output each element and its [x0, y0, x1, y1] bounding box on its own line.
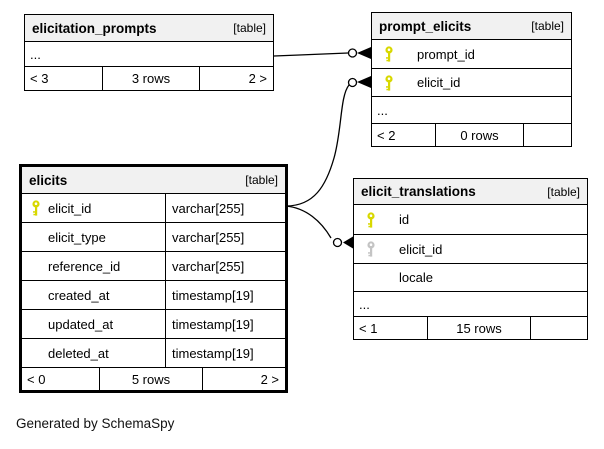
column-row-prompt_id: prompt_id — [372, 40, 571, 69]
primary-key-icon — [366, 211, 376, 228]
column-name: elicit_type — [48, 229, 106, 245]
pager-row: < 0 5 rows 2 > — [22, 368, 285, 390]
relation-elicitation_prompts-prompt_elicits — [273, 47, 371, 59]
pager-count: 5 rows — [100, 368, 203, 390]
many-arrowhead — [343, 236, 353, 249]
collapsed-columns-row: ... — [354, 292, 587, 317]
pager-next: 2 > — [248, 71, 267, 86]
pager-next — [524, 124, 571, 146]
primary-key-icon — [31, 200, 41, 216]
column-name: updated_at — [48, 316, 114, 332]
column-row-elicit_id: elicit_id — [372, 69, 571, 97]
relation-elicits-elicit_translations — [285, 205, 353, 249]
column-row-elicit_id: elicit_id varchar[255] — [22, 194, 285, 223]
collapsed-columns-row: ... — [372, 97, 571, 124]
column-row-created_at: created_at timestamp[19] — [22, 281, 285, 310]
zero-or-one-dot — [347, 77, 358, 88]
many-arrowhead — [357, 76, 371, 88]
table-name: prompt_elicits — [379, 18, 472, 34]
column-name: created_at — [48, 287, 110, 303]
table-type-label: [table] — [233, 21, 266, 35]
table-type-label: [table] — [531, 19, 564, 33]
table-name: elicits — [29, 172, 68, 188]
table-header-elicit_translations[interactable]: elicit_translations [table] — [354, 179, 587, 205]
column-row-id: id — [354, 205, 587, 235]
key-spacer — [31, 258, 41, 274]
column-row-elicit_id: elicit_id — [354, 235, 587, 264]
column-type: timestamp[19] — [172, 287, 254, 303]
column-row-elicit_type: elicit_type varchar[255] — [22, 223, 285, 252]
pager-prev: < 0 — [22, 368, 100, 390]
schemaspy-credit: Generated by SchemaSpy — [16, 416, 175, 431]
column-row-deleted_at: deleted_at timestamp[19] — [22, 339, 285, 368]
table-prompt_elicits: prompt_elicits [table] prompt_id — [371, 12, 572, 147]
primary-key-icon — [384, 46, 394, 62]
pager-row: < 3 3 rows 2 > — [25, 67, 273, 90]
table-elicitation_prompts: elicitation_prompts [table] ... < 3 3 ro… — [24, 14, 274, 91]
pager-row: < 1 15 rows — [354, 317, 587, 339]
column-type: timestamp[19] — [172, 345, 254, 361]
table-name: elicit_translations — [361, 184, 476, 199]
column-name: elicit_id — [48, 200, 92, 216]
ellipsis-label: ... — [359, 296, 370, 312]
column-row-updated_at: updated_at timestamp[19] — [22, 310, 285, 339]
table-type-label: [table] — [245, 173, 278, 187]
column-row-reference_id: reference_id varchar[255] — [22, 252, 285, 281]
pager-count: 3 rows — [103, 67, 200, 90]
zero-or-one-dot — [347, 48, 358, 58]
column-name: locale — [399, 270, 433, 285]
key-spacer — [31, 229, 41, 245]
column-type: varchar[255] — [172, 258, 245, 274]
ellipsis-label: ... — [30, 46, 41, 62]
column-row-locale: locale — [354, 264, 587, 292]
ellipsis-label: ... — [377, 102, 388, 118]
key-spacer — [31, 287, 41, 303]
pager-count: 0 rows — [436, 124, 524, 146]
pager-prev: < 3 — [25, 67, 103, 90]
table-elicit_translations: elicit_translations [table] id — [353, 178, 588, 340]
table-elicits: elicits [table] elicit_id varchar[255] — [19, 164, 288, 393]
many-arrowhead — [357, 47, 371, 59]
relation-elicits-prompt_elicits — [285, 76, 371, 207]
column-name: prompt_id — [417, 46, 475, 62]
table-header-prompt_elicits[interactable]: prompt_elicits [table] — [372, 13, 571, 40]
table-header-elicits[interactable]: elicits [table] — [22, 167, 285, 194]
collapsed-columns-row: ... — [25, 42, 273, 67]
pager-next: 2 > — [260, 371, 279, 387]
column-name: deleted_at — [48, 345, 109, 361]
table-name: elicitation_prompts — [32, 20, 157, 36]
table-header-elicitation_prompts[interactable]: elicitation_prompts [table] — [25, 15, 273, 42]
column-name: elicit_id — [399, 241, 443, 257]
pager-prev: < 1 — [354, 317, 428, 339]
column-type: varchar[255] — [172, 229, 245, 245]
table-type-label: [table] — [547, 184, 580, 199]
zero-or-one-dot — [332, 237, 343, 248]
pager-count: 15 rows — [428, 317, 531, 339]
foreign-key-icon — [366, 241, 376, 257]
column-type: timestamp[19] — [172, 316, 254, 332]
key-spacer — [366, 270, 376, 286]
pager-row: < 2 0 rows — [372, 124, 571, 146]
column-name: id — [399, 212, 410, 227]
key-spacer — [31, 316, 41, 332]
key-spacer — [31, 345, 41, 361]
column-name: elicit_id — [417, 75, 461, 90]
primary-key-icon — [384, 74, 394, 91]
pager-next — [531, 317, 587, 339]
pager-prev: < 2 — [372, 124, 436, 146]
column-type: varchar[255] — [172, 200, 245, 216]
column-name: reference_id — [48, 258, 121, 274]
